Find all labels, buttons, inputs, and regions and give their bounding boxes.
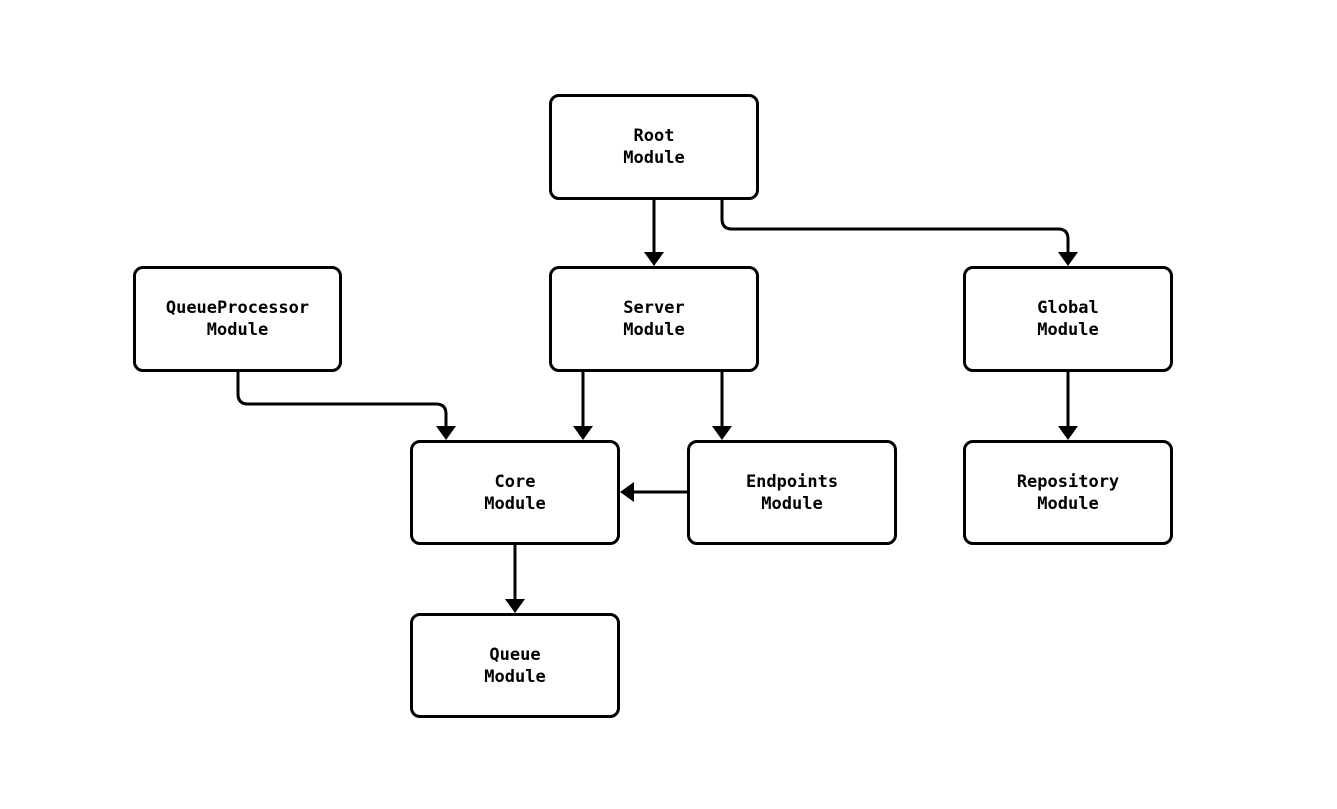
node-label-queue: Queue Module bbox=[484, 644, 546, 687]
arrowhead-core-to-queue bbox=[505, 599, 525, 613]
node-queueprocessor[interactable]: QueueProcessor Module bbox=[133, 266, 342, 372]
node-label-global: Global Module bbox=[1037, 298, 1099, 340]
node-endpoints[interactable]: Endpoints Module bbox=[687, 440, 897, 545]
node-global[interactable]: Global Module bbox=[963, 266, 1173, 372]
arrowhead-root-to-server bbox=[644, 252, 664, 266]
node-label-core: Core Module bbox=[484, 471, 546, 514]
arrowhead-queueprocessor-to-core bbox=[436, 426, 456, 440]
node-label-repository: Repository Module bbox=[1016, 471, 1120, 514]
edge-queueprocessor-to-core bbox=[236, 372, 448, 426]
node-root[interactable]: Root Module bbox=[549, 94, 759, 200]
node-core[interactable]: Core Module bbox=[410, 440, 620, 545]
arrowhead-server-to-endpoints bbox=[712, 426, 732, 440]
node-label-server: Server Module bbox=[623, 298, 685, 340]
arrowhead-global-to-repository bbox=[1058, 426, 1078, 440]
node-repository[interactable]: Repository Module bbox=[963, 440, 1173, 545]
edge-root-to-global bbox=[720, 200, 1070, 252]
node-server[interactable]: Server Module bbox=[549, 266, 759, 372]
arrowhead-root-to-global bbox=[1058, 252, 1078, 266]
arrowhead-server-to-core bbox=[573, 426, 593, 440]
node-queue[interactable]: Queue Module bbox=[410, 613, 620, 718]
node-label-root: Root Module bbox=[623, 126, 685, 168]
node-label-queueprocessor: QueueProcessor Module bbox=[165, 298, 310, 340]
arrowhead-endpoints-to-core bbox=[620, 482, 634, 502]
node-label-endpoints: Endpoints Module bbox=[745, 471, 839, 514]
